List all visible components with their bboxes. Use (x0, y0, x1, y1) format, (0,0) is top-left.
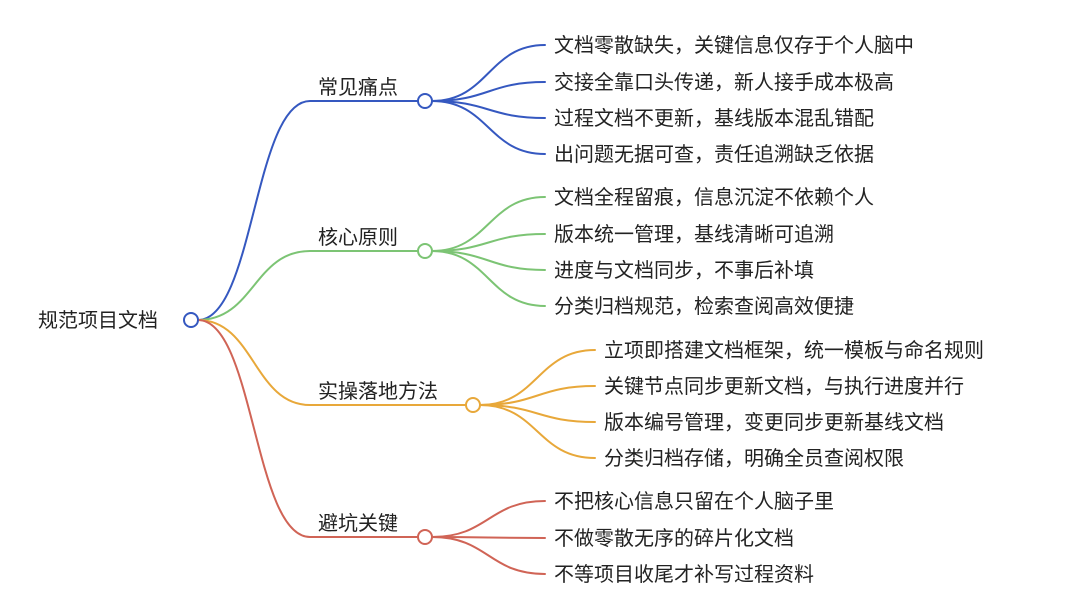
branch-node-circle (465, 397, 481, 413)
branch-to-leaf-edge (479, 349, 596, 406)
root-to-branch-edge (197, 100, 419, 321)
leaf-item: 立项即搭建文档框架，统一模板与命名规则 (604, 338, 984, 362)
branch-to-leaf-edge (479, 385, 596, 406)
branch-to-leaf-edge (431, 536, 546, 539)
leaf-item: 关键节点同步更新文档，与执行进度并行 (604, 374, 964, 398)
leaf-item: 分类归档规范，检索查阅高效便捷 (554, 294, 854, 318)
leaf-item: 文档全程留痕，信息沉淀不依赖个人 (554, 185, 874, 209)
branch-node-circle (417, 529, 433, 545)
root-to-branch-edge (197, 250, 419, 321)
leaf-item: 出问题无据可查，责任追溯缺乏依据 (554, 142, 874, 166)
leaf-item: 不等项目收尾才补写过程资料 (554, 562, 814, 586)
root-node-circle (183, 312, 199, 328)
branch-to-leaf-edge (431, 196, 546, 252)
root-topic: 规范项目文档 (38, 308, 158, 332)
branch-to-leaf-edge (431, 250, 546, 271)
leaf-item: 版本编号管理，变更同步更新基线文档 (604, 410, 944, 434)
leaf-item: 文档零散缺失，关键信息仅存于个人脑中 (554, 33, 914, 57)
branch-node-circle (417, 93, 433, 109)
root-to-branch-edge (197, 319, 419, 538)
branch-core-principles: 核心原则 (318, 225, 398, 249)
branch-pitfall-keys: 避坑关键 (318, 511, 398, 535)
branch-to-leaf-edge (431, 250, 546, 307)
leaf-item: 交接全靠口头传递，新人接手成本极高 (554, 70, 894, 94)
branch-practical-methods: 实操落地方法 (318, 379, 438, 403)
root-to-branch-edge (197, 319, 467, 406)
branch-to-leaf-edge (431, 81, 546, 102)
branch-to-leaf-edge (431, 536, 546, 575)
branch-to-leaf-edge (431, 233, 546, 252)
leaf-item: 进度与文档同步，不事后补填 (554, 258, 814, 282)
leaf-item: 过程文档不更新，基线版本混乱错配 (554, 106, 874, 130)
branch-to-leaf-edge (479, 404, 596, 423)
branch-node-circle (417, 243, 433, 259)
branch-to-leaf-edge (431, 100, 546, 119)
leaf-item: 版本统一管理，基线清晰可追溯 (554, 222, 834, 246)
leaf-item: 不做零散无序的碎片化文档 (554, 526, 794, 550)
branch-to-leaf-edge (479, 404, 596, 459)
branch-to-leaf-edge (431, 44, 546, 102)
branch-to-leaf-edge (431, 500, 546, 538)
leaf-item: 不把核心信息只留在个人脑子里 (554, 489, 834, 513)
branch-common-pain-points: 常见痛点 (318, 75, 398, 99)
leaf-item: 分类归档存储，明确全员查阅权限 (604, 446, 904, 470)
branch-to-leaf-edge (431, 100, 546, 155)
